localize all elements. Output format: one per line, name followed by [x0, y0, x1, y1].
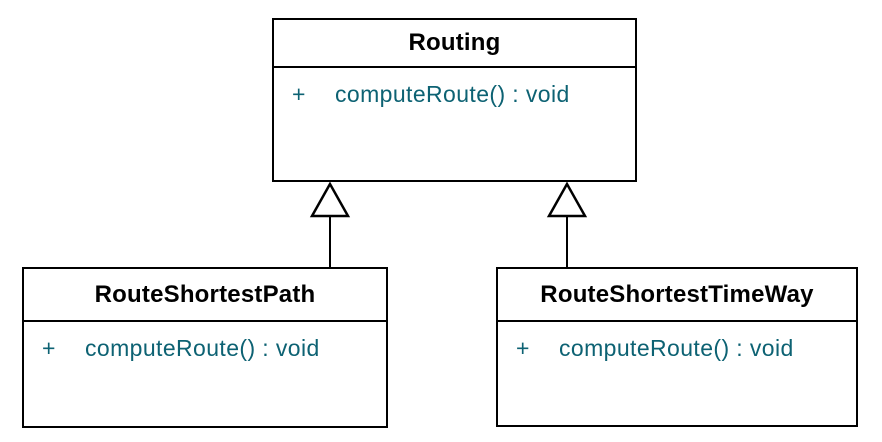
class-name: RouteShortestPath [24, 269, 386, 322]
class-box-routing: Routing + computeRoute() : void [272, 18, 637, 182]
member-row: + computeRoute() : void [42, 335, 382, 362]
member-row: + computeRoute() : void [292, 81, 631, 108]
member-visibility: + [42, 335, 56, 361]
member-row: + computeRoute() : void [516, 335, 852, 362]
class-member-compartment: + computeRoute() : void [274, 68, 635, 108]
member-signature: computeRoute() : void [85, 335, 320, 361]
generalization-arrow-right [546, 181, 588, 268]
class-name: Routing [274, 20, 635, 68]
member-visibility: + [516, 335, 530, 361]
generalization-arrow-left [309, 181, 351, 268]
class-member-compartment: + computeRoute() : void [24, 322, 386, 362]
class-member-compartment: + computeRoute() : void [498, 322, 856, 362]
member-signature: computeRoute() : void [559, 335, 794, 361]
class-name: RouteShortestTimeWay [498, 269, 856, 322]
class-box-routeshortesttimeway: RouteShortestTimeWay + computeRoute() : … [496, 267, 858, 427]
class-box-routeshortestpath: RouteShortestPath + computeRoute() : voi… [22, 267, 388, 428]
member-signature: computeRoute() : void [335, 81, 570, 107]
member-visibility: + [292, 81, 306, 107]
